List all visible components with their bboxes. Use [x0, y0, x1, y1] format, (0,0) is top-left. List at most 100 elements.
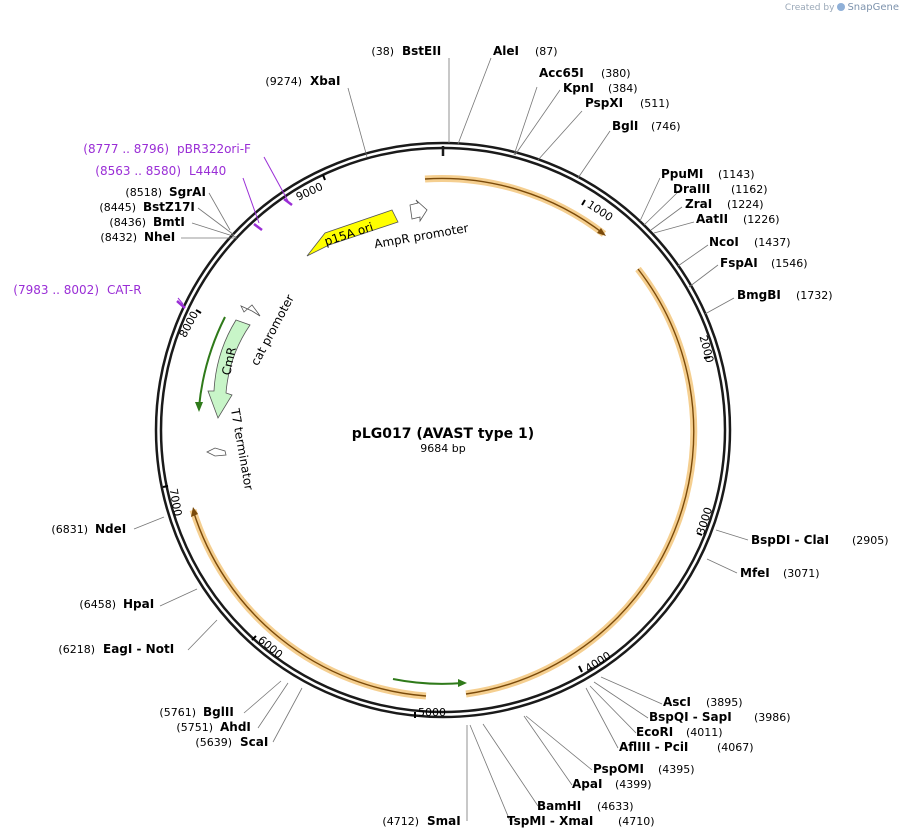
primer-range[interactable]: (7983 .. 8002): [13, 283, 99, 297]
site-name[interactable]: Acc65I: [539, 66, 584, 80]
site-pos[interactable]: (1732): [796, 289, 833, 302]
site-name[interactable]: BstZ17I: [143, 200, 195, 214]
orf-arc-top-arrow-icon: [597, 228, 606, 236]
site-pos[interactable]: (6831): [51, 523, 88, 536]
site-name[interactable]: BmgBI: [737, 288, 781, 302]
site-pos[interactable]: (3071): [783, 567, 820, 580]
site-pos[interactable]: (4710): [618, 815, 655, 828]
site-pos[interactable]: (6458): [79, 598, 116, 611]
site-pos[interactable]: (380): [601, 67, 631, 80]
site-name[interactable]: KpnI: [563, 81, 594, 95]
tick-label-9000: 9000: [294, 180, 325, 204]
site-name[interactable]: PspOMI: [593, 762, 644, 776]
site-pos[interactable]: (384): [608, 82, 638, 95]
orf-arc-right[interactable]: [465, 266, 698, 698]
site-name[interactable]: AleI: [493, 44, 519, 58]
site-name[interactable]: NheI: [144, 230, 175, 244]
site-name[interactable]: NdeI: [95, 522, 126, 536]
site-name[interactable]: TspMI - XmaI: [507, 814, 593, 828]
site-name[interactable]: SmaI: [427, 814, 461, 828]
feature-label-cat-promoter: cat promoter: [248, 292, 297, 368]
site-name[interactable]: PpuMI: [661, 167, 703, 181]
primer-range[interactable]: (8563 .. 8580): [95, 164, 181, 178]
site-pos[interactable]: (5761): [159, 706, 196, 719]
primer-range[interactable]: (8777 .. 8796): [83, 142, 169, 156]
site-name[interactable]: EcoRI: [636, 725, 673, 739]
site-pos[interactable]: (1224): [727, 198, 764, 211]
tick-label-7000: 7000: [167, 487, 185, 517]
site-pos[interactable]: (1546): [771, 257, 808, 270]
site-pos[interactable]: (4395): [658, 763, 695, 776]
site-pos[interactable]: (87): [535, 45, 558, 58]
site-pos[interactable]: (1437): [754, 236, 791, 249]
site-name[interactable]: AscI: [663, 695, 691, 709]
site-name[interactable]: BglII: [203, 705, 234, 719]
primer-name[interactable]: L4440: [189, 164, 226, 178]
site-name[interactable]: HpaI: [123, 597, 154, 611]
site-pos[interactable]: (2905): [852, 534, 889, 547]
site-name[interactable]: BspDI - ClaI: [751, 533, 829, 547]
site-pos[interactable]: (9274): [265, 75, 302, 88]
site-name[interactable]: BspQI - SapI: [649, 710, 732, 724]
feature-p15a-ori[interactable]: [306, 209, 399, 257]
snapgene-logo-icon: [837, 3, 846, 11]
site-pos[interactable]: (3986): [754, 711, 791, 724]
site-pos[interactable]: (4011): [686, 726, 723, 739]
site-name[interactable]: FspAI: [720, 256, 758, 270]
site-pos[interactable]: (5751): [176, 721, 213, 734]
site-pos[interactable]: (8445): [99, 201, 136, 214]
site-pos[interactable]: (1226): [743, 213, 780, 226]
site-pos[interactable]: (1162): [731, 183, 768, 196]
primer-name[interactable]: pBR322ori-F: [177, 142, 251, 156]
site-pos[interactable]: (4399): [615, 778, 652, 791]
site-pos[interactable]: (3895): [706, 696, 743, 709]
feature-cat-promoter-arrow-icon[interactable]: [240, 304, 261, 317]
site-pos[interactable]: (38): [371, 45, 394, 58]
orf-arcs: [189, 175, 698, 700]
feature-t7-terminator-arrow-icon[interactable]: [206, 447, 227, 457]
site-pos[interactable]: (5639): [195, 736, 232, 749]
site-pos[interactable]: (1143): [718, 168, 755, 181]
site-leader-lines: [133, 57, 749, 822]
feature-label-cmr: CmR: [219, 346, 239, 377]
created-by-text: Created by: [784, 3, 835, 13]
site-name[interactable]: ZraI: [685, 197, 712, 211]
site-name[interactable]: SgrAI: [169, 185, 206, 199]
site-name[interactable]: ScaI: [240, 735, 268, 749]
site-name[interactable]: BstEII: [402, 44, 441, 58]
site-pos[interactable]: (8432): [100, 231, 137, 244]
site-name[interactable]: AhdI: [220, 720, 251, 734]
site-name[interactable]: DraIII: [673, 182, 710, 196]
snapgene-credit: Created by SnapGene: [785, 2, 899, 13]
backbone-outer-ring: [154, 141, 732, 719]
site-pos[interactable]: (6218): [58, 643, 95, 656]
feature-ampr-promoter-arrow-icon[interactable]: [409, 199, 428, 223]
site-name[interactable]: AatII: [696, 212, 728, 226]
site-name[interactable]: PspXI: [585, 96, 623, 110]
site-pos[interactable]: (4712): [382, 815, 419, 828]
site-name[interactable]: BglI: [612, 119, 638, 133]
snapgene-brand: SnapGene: [847, 2, 899, 13]
feature-cmr[interactable]: [207, 319, 251, 419]
site-name[interactable]: BamHI: [537, 799, 581, 813]
site-name[interactable]: BmtI: [153, 215, 185, 229]
site-pos[interactable]: (746): [651, 120, 681, 133]
site-pos[interactable]: (511): [640, 97, 670, 110]
site-pos[interactable]: (8436): [109, 216, 146, 229]
site-pos[interactable]: (4067): [717, 741, 754, 754]
site-name[interactable]: EagI - NotI: [103, 642, 174, 656]
site-labels: (38) BstEII AleI (87) Acc65I (380) KpnI …: [51, 44, 888, 828]
green-orf-left[interactable]: [198, 316, 226, 408]
plasmid-length: 9684 bp: [420, 442, 465, 455]
site-name[interactable]: XbaI: [310, 74, 340, 88]
primer-name[interactable]: CAT-R: [107, 283, 142, 297]
site-pos[interactable]: (4633): [597, 800, 634, 813]
green-orf-bottom[interactable]: [392, 678, 464, 685]
orf-arc-bottom-left[interactable]: [189, 508, 427, 700]
site-pos[interactable]: (8518): [125, 186, 162, 199]
site-name[interactable]: AflIII - PciI: [619, 740, 688, 754]
site-name[interactable]: NcoI: [709, 235, 739, 249]
site-name[interactable]: ApaI: [572, 777, 602, 791]
site-name[interactable]: MfeI: [740, 566, 770, 580]
